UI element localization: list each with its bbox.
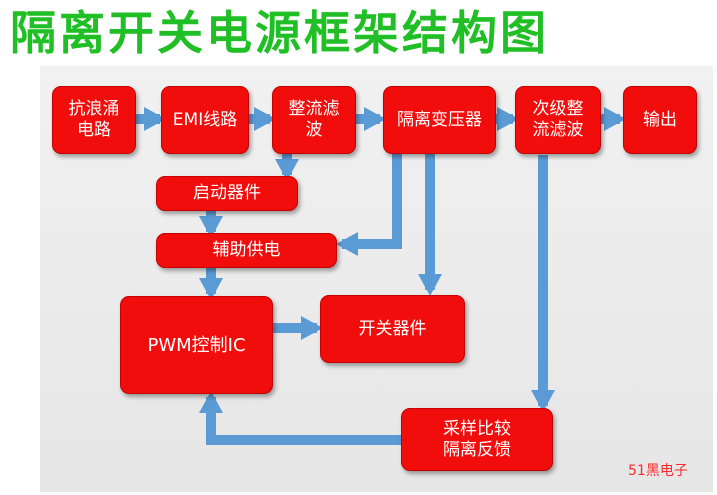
block-aux-power: 辅助供电 [156, 233, 337, 268]
arrow-feedback-to-pwm [198, 391, 401, 445]
block-switch-device: 开关器件 [320, 295, 465, 363]
block-sampling-feedback: 采样比较 隔离反馈 [401, 408, 553, 471]
block-rectifier-filter: 整流滤 波 [272, 86, 356, 154]
block-secondary-rectifier: 次级整 流滤波 [515, 86, 601, 154]
block-isolation-transformer: 隔离变压器 [383, 86, 496, 154]
block-output: 输出 [623, 86, 697, 154]
block-pwm-controller: PWM控制IC [120, 296, 273, 394]
arrow-transformer-to-aux [336, 153, 402, 257]
block-surge-protection: 抗浪涌 电路 [52, 86, 136, 154]
block-emi-filter: EMI线路 [161, 86, 249, 154]
watermark-text: 51黑电子 [628, 463, 688, 479]
page-title: 隔离开关电源框架结构图 [10, 6, 549, 60]
block-startup-device: 启动器件 [156, 176, 298, 211]
